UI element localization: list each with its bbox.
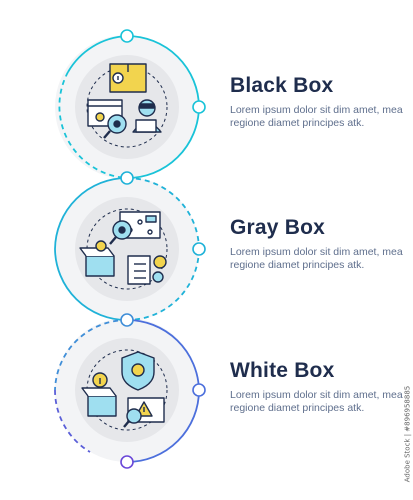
gray-box-node bbox=[55, 177, 199, 321]
black-box-text: Black Box Lorem ipsum dolor sit dim amet… bbox=[230, 74, 410, 130]
black-box-node bbox=[55, 35, 199, 179]
icon-disc bbox=[75, 55, 179, 159]
white-box-description: Lorem ipsum dolor sit dim amet, mea regi… bbox=[230, 389, 403, 414]
gray-box-testing-icon bbox=[79, 211, 167, 285]
white-box-text: White Box Lorem ipsum dolor sit dim amet… bbox=[230, 359, 410, 415]
connector-dots bbox=[120, 29, 206, 469]
gray-box-text: Gray Box Lorem ipsum dolor sit dim amet,… bbox=[230, 216, 410, 272]
node-dot-join-2 bbox=[120, 313, 134, 327]
node-dot-join-1 bbox=[120, 171, 134, 185]
dashed-orbit bbox=[86, 349, 168, 431]
white-box-node bbox=[55, 318, 199, 462]
gray-box-title: Gray Box bbox=[230, 216, 325, 239]
dashed-orbit bbox=[86, 208, 168, 290]
stock-id-caption: Adobe Stock | #896958885 bbox=[402, 385, 411, 483]
gray-box-description: Lorem ipsum dolor sit dim amet, mea regi… bbox=[230, 246, 403, 271]
node-dot-top bbox=[120, 29, 134, 43]
node-dot-black-box bbox=[192, 100, 206, 114]
node-dot-gray-box bbox=[192, 242, 206, 256]
black-box-description: Lorem ipsum dolor sit dim amet, mea regi… bbox=[230, 104, 403, 129]
black-box-testing-icon bbox=[87, 63, 162, 139]
white-box-title: White Box bbox=[230, 359, 335, 382]
black-box-title: Black Box bbox=[230, 74, 334, 97]
white-box-testing-icon bbox=[81, 351, 165, 428]
node-dot-white-box bbox=[192, 383, 206, 397]
node-dot-end bbox=[120, 455, 134, 469]
